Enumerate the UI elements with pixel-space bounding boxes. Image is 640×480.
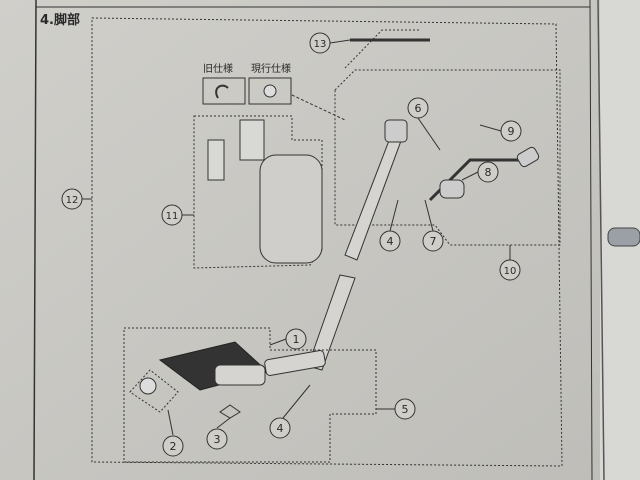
callout-5: 5: [394, 398, 416, 420]
old-clip-icon: [215, 84, 229, 99]
group-5-outline: [123, 327, 377, 463]
lower-tube: [307, 274, 356, 371]
callout-7-label: 7: [430, 235, 437, 248]
section-title: 4.脚部: [40, 12, 80, 28]
current-spec-box: [248, 77, 292, 105]
callout-8: 8: [477, 161, 499, 183]
callout-12-label: 12: [66, 195, 79, 206]
callout-10: 10: [499, 259, 521, 281]
callout-4-upper-label: 4: [387, 235, 394, 248]
old-spec-label: 旧仕様: [203, 62, 233, 75]
pad-clamp: [207, 139, 225, 181]
callout-1: 1: [285, 328, 307, 350]
old-spec-box: [202, 77, 246, 105]
hinge-block: [384, 119, 408, 143]
calf-pad: [259, 154, 323, 264]
leader-lines: [82, 39, 511, 436]
callout-2-label: 2: [170, 440, 177, 453]
binder-ring: [607, 227, 640, 247]
callout-12: 12: [61, 188, 83, 210]
current-nut-icon: [263, 84, 277, 98]
latch-body: [439, 179, 465, 199]
callout-3-label: 3: [214, 433, 221, 446]
callout-9: 9: [500, 120, 522, 142]
callout-2: 2: [162, 435, 184, 457]
callout-11: 11: [161, 204, 183, 226]
lever-grip: [516, 146, 540, 168]
callout-8-label: 8: [485, 166, 492, 179]
callout-6: 6: [407, 97, 429, 119]
pad-bracket: [239, 119, 265, 161]
callout-13-label: 13: [314, 39, 327, 50]
current-spec-label: 現行仕様: [251, 62, 291, 75]
part-2-outline: [129, 369, 179, 413]
callout-4-lower: 4: [269, 417, 291, 439]
group-11-outline: [193, 115, 323, 269]
callout-3: 3: [206, 428, 228, 450]
callout-10-label: 10: [504, 266, 517, 277]
callout-9-label: 9: [508, 125, 515, 138]
footplate-rod: [264, 350, 326, 376]
callout-5-label: 5: [402, 403, 409, 416]
callout-4-upper: 4: [379, 230, 401, 252]
frame-left: [33, 0, 37, 480]
footplate-bracket: [214, 364, 266, 386]
callout-7: 7: [422, 230, 444, 252]
callout-11-label: 11: [166, 211, 179, 222]
frame-right: [589, 0, 593, 480]
callout-6-label: 6: [415, 102, 422, 115]
callout-4-lower-label: 4: [277, 422, 284, 435]
page-edge: [597, 0, 605, 480]
leader-13: [344, 29, 420, 69]
callout-1-label: 1: [293, 333, 300, 346]
group-12-outline: [91, 17, 563, 467]
callout-13: 13: [309, 32, 331, 54]
heel-bumper: [139, 377, 157, 395]
